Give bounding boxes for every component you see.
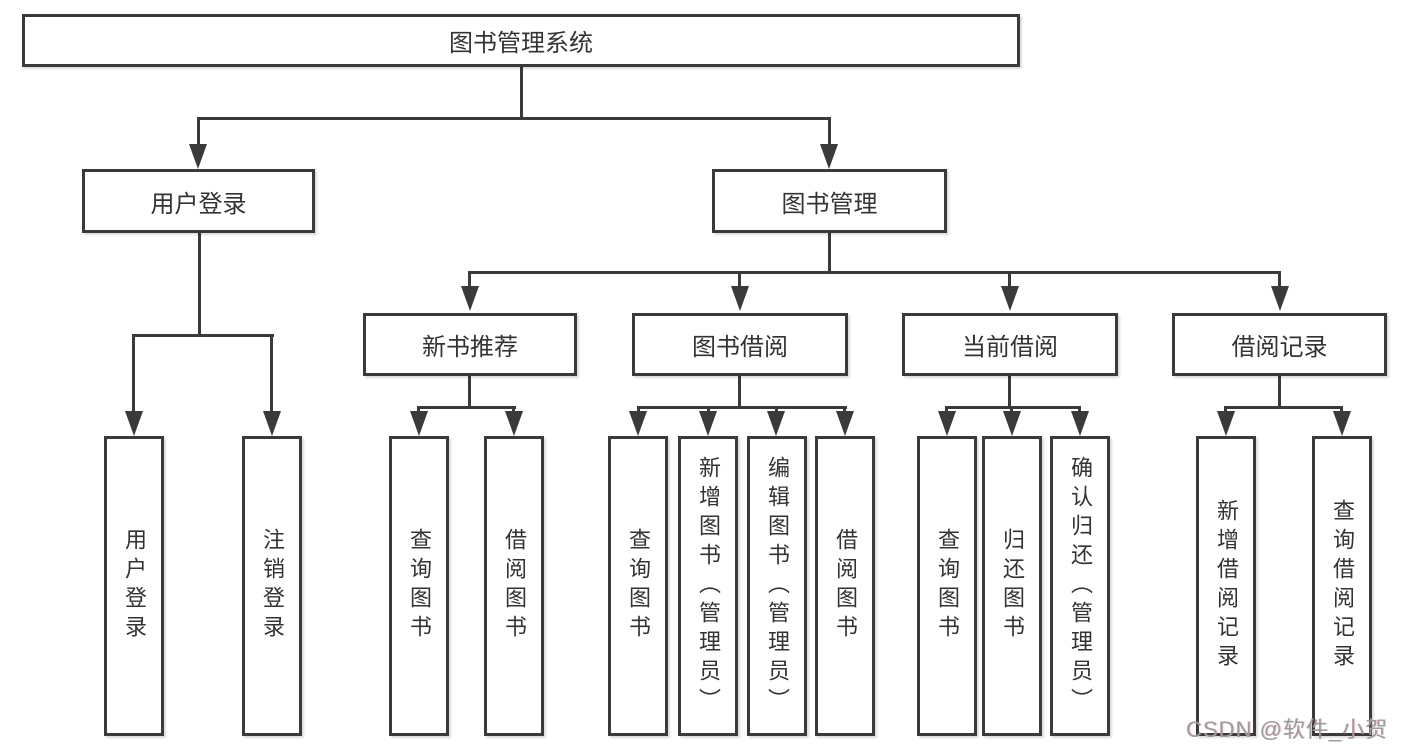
connector-line <box>1010 406 1013 414</box>
connector-line <box>197 117 831 120</box>
connector-line <box>132 334 135 413</box>
arrow-down-icon <box>1003 411 1021 436</box>
watermark: CSDN @软件_小贺同学 <box>1186 717 1389 742</box>
arrow-down-icon <box>767 411 785 436</box>
connector-line <box>707 406 710 414</box>
leaf-logout-login: 注销登录 <box>242 436 302 736</box>
leaf-query-books-current: 查询图书 <box>917 436 977 736</box>
connector-line <box>738 271 741 289</box>
connector-line <box>1278 376 1281 409</box>
leaf-user-login: 用户登录 <box>104 436 164 736</box>
leaf-edit-book-admin: 编辑图书（管理员） <box>747 436 807 736</box>
arrow-down-icon <box>263 411 281 436</box>
connector-line <box>468 271 471 289</box>
connector-line <box>637 406 847 409</box>
connector-line <box>945 406 948 414</box>
arrow-down-icon <box>410 411 428 436</box>
node-current-borrowing: 当前借阅 <box>902 313 1118 376</box>
connector-line <box>270 334 273 413</box>
connector-line <box>198 233 201 337</box>
arrow-down-icon <box>125 411 143 436</box>
connector-line <box>512 406 515 414</box>
connector-line <box>1008 271 1011 289</box>
leaf-query-books-recommend: 查询图书 <box>389 436 449 736</box>
connector-line <box>637 406 640 414</box>
leaf-borrow-books-recommend: 借阅图书 <box>484 436 544 736</box>
connector-line <box>775 406 778 414</box>
leaf-query-borrow-record: 查询借阅记录 <box>1312 436 1372 736</box>
connector-line <box>946 406 1081 409</box>
leaf-query-books-borrow: 查询图书 <box>608 436 668 736</box>
connector-line <box>1008 376 1011 409</box>
arrow-down-icon <box>1071 411 1089 436</box>
connector-line <box>738 376 741 409</box>
connector-line <box>1340 406 1343 414</box>
connector-line <box>468 376 471 409</box>
connector-line <box>417 406 516 409</box>
arrow-down-icon <box>820 144 838 169</box>
connector-line <box>1278 271 1281 289</box>
arrow-down-icon <box>938 411 956 436</box>
arrow-down-icon <box>1217 411 1235 436</box>
connector-line <box>828 233 831 274</box>
connector-line <box>417 406 420 414</box>
arrow-down-icon <box>731 286 749 311</box>
connector-line <box>1225 406 1343 409</box>
connector-line <box>828 117 831 147</box>
connector-line <box>197 117 200 147</box>
leaf-confirm-return-admin: 确认归还（管理员） <box>1050 436 1110 736</box>
leaf-return-books: 归还图书 <box>982 436 1042 736</box>
arrow-down-icon <box>189 144 207 169</box>
leaf-borrow-books: 借阅图书 <box>815 436 875 736</box>
node-book-management: 图书管理 <box>712 169 947 233</box>
arrow-down-icon <box>1001 286 1019 311</box>
arrow-down-icon <box>505 411 523 436</box>
leaf-add-book-admin: 新增图书（管理员） <box>678 436 738 736</box>
arrow-down-icon <box>699 411 717 436</box>
arrow-down-icon <box>836 411 854 436</box>
node-new-book-recommend: 新书推荐 <box>363 313 577 376</box>
connector-line <box>520 67 523 119</box>
connector-line <box>1224 406 1227 414</box>
arrow-down-icon <box>629 411 647 436</box>
connector-line <box>843 406 846 414</box>
arrow-down-icon <box>1271 286 1289 311</box>
node-library-system: 图书管理系统 <box>22 14 1020 67</box>
node-user-login: 用户登录 <box>82 169 315 233</box>
leaf-add-borrow-record: 新增借阅记录 <box>1196 436 1256 736</box>
connector-line <box>132 334 274 337</box>
arrow-down-icon <box>461 286 479 311</box>
node-borrowing-records: 借阅记录 <box>1172 313 1387 376</box>
connector-line <box>1078 406 1081 414</box>
node-book-borrowing: 图书借阅 <box>632 313 848 376</box>
connector-line <box>468 271 1280 274</box>
arrow-down-icon <box>1333 411 1351 436</box>
